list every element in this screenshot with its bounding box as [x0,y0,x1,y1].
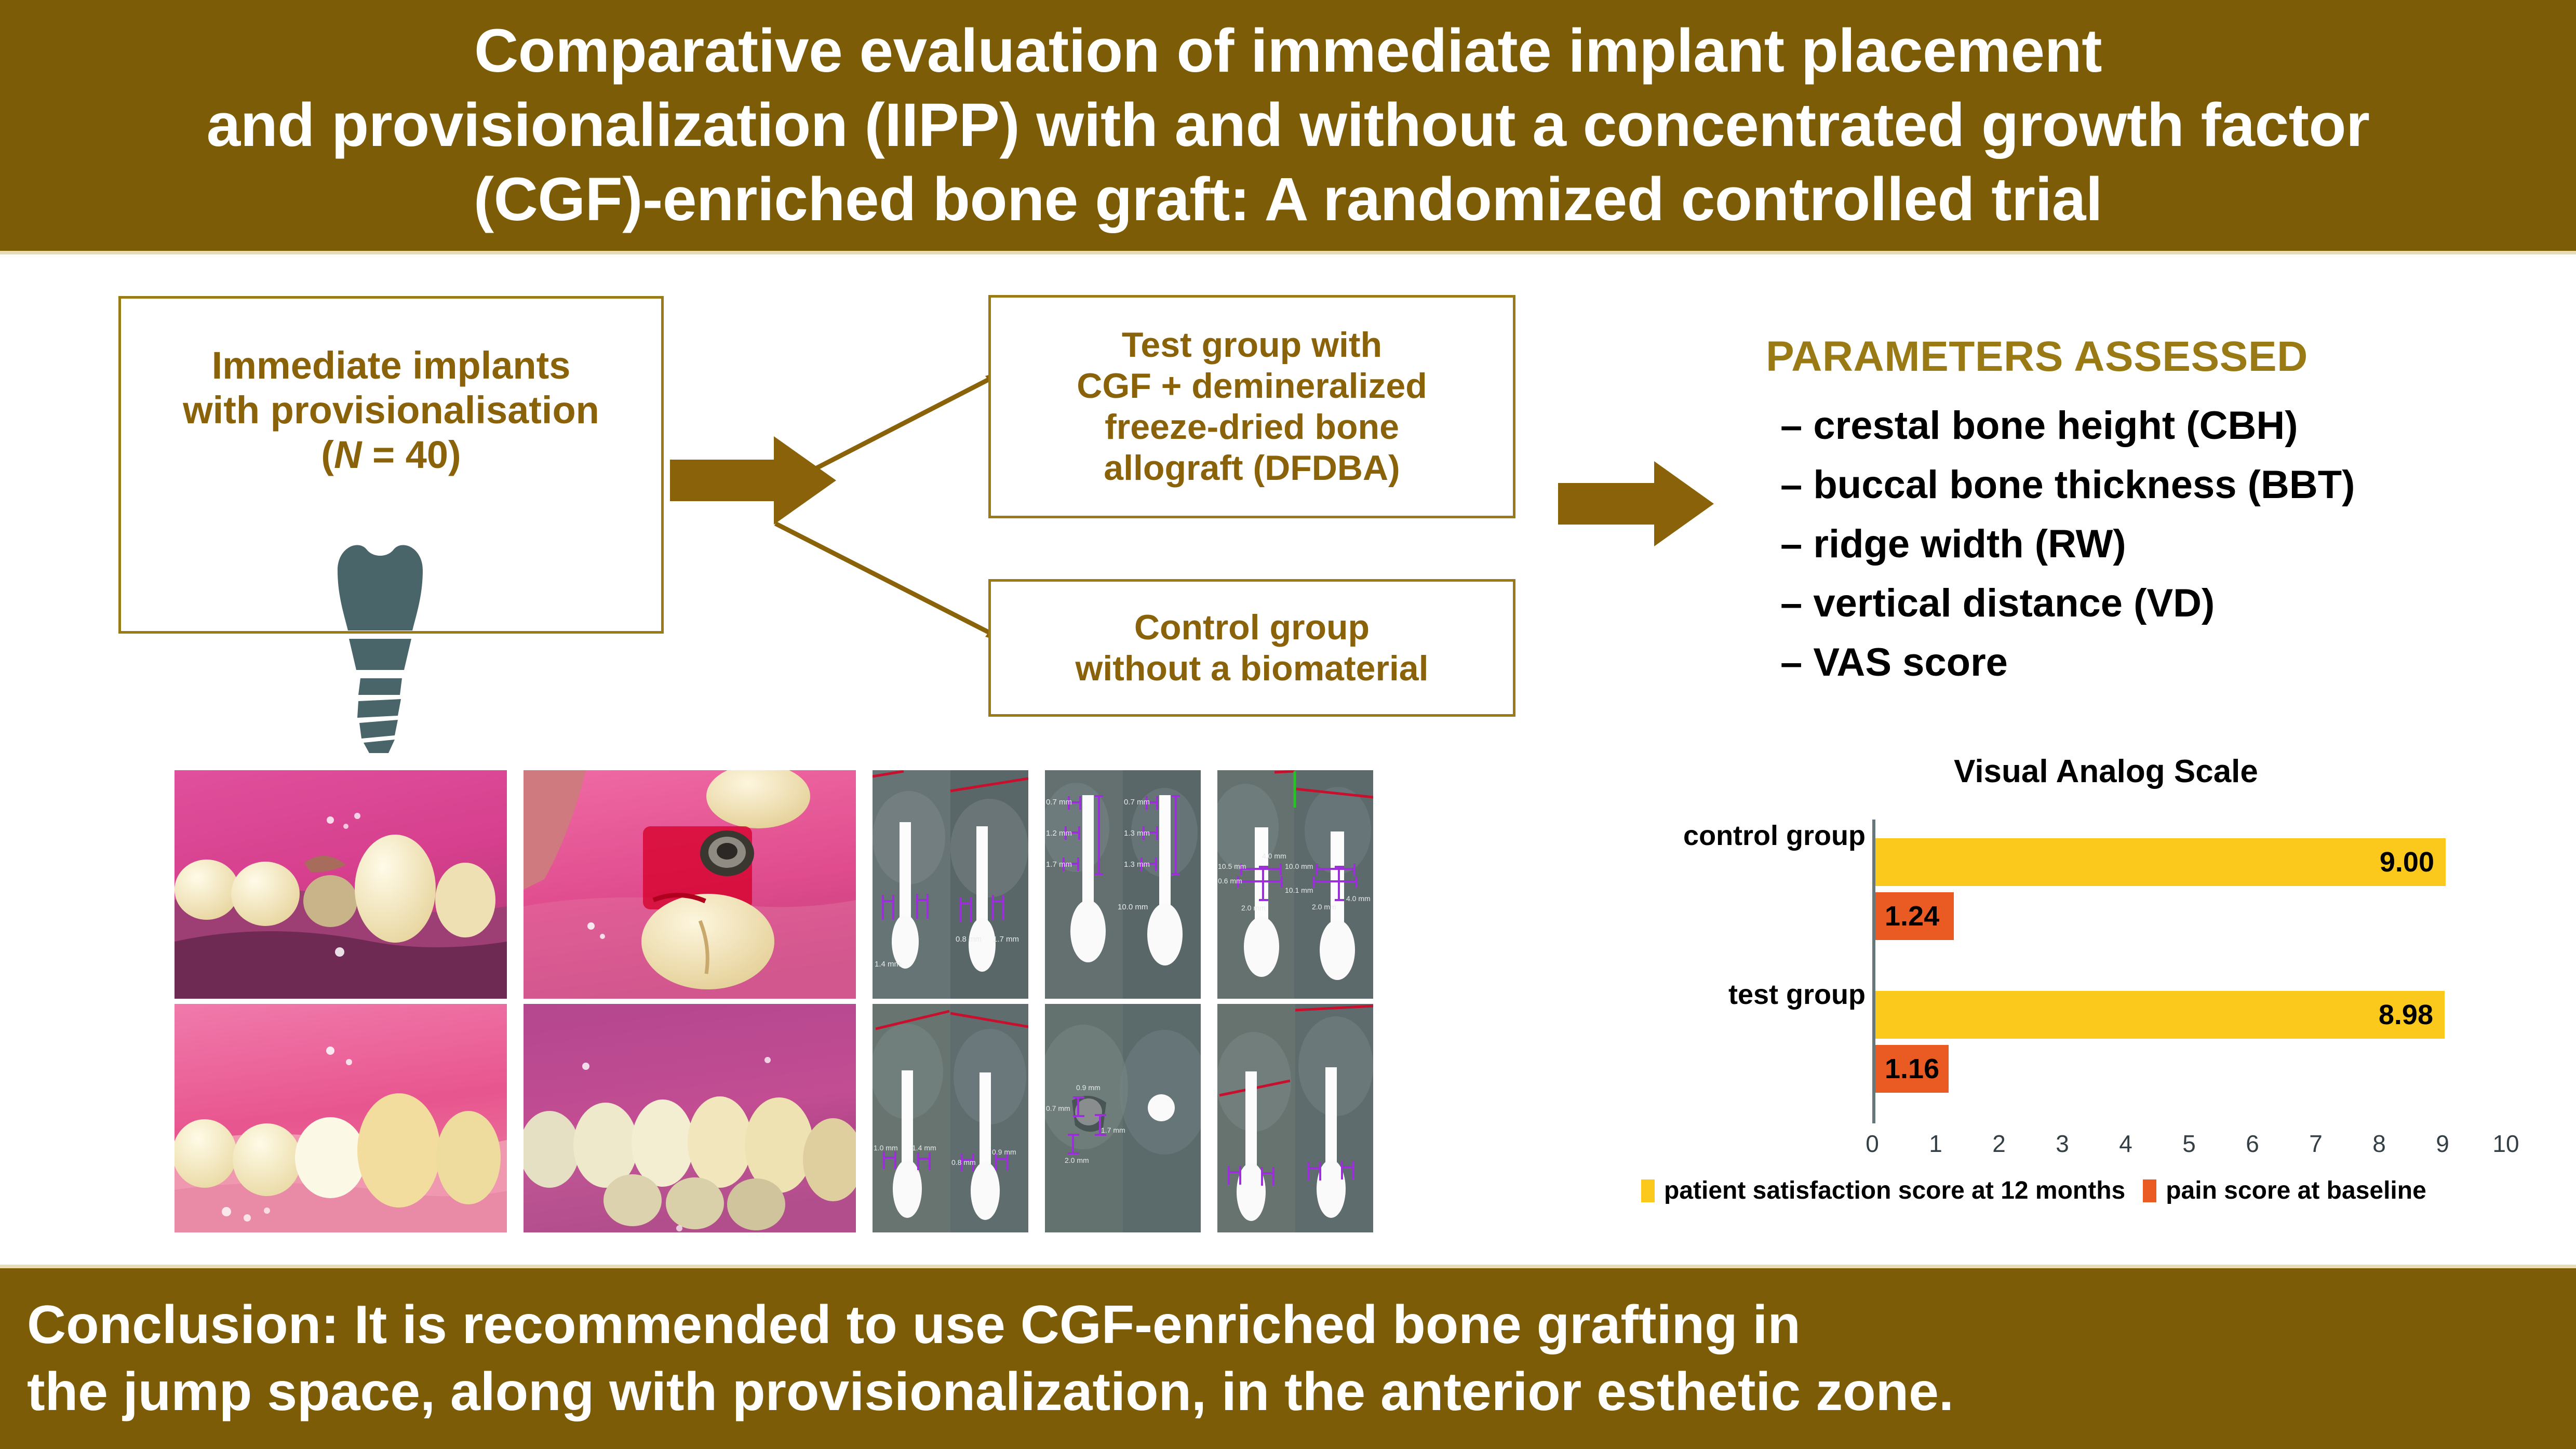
svg-text:2.0 mm: 2.0 mm [1241,904,1266,912]
parameter-item-vas: – VAS score [1780,640,2008,685]
svg-text:2.0 mm: 2.0 mm [1312,903,1336,911]
preop-intraoral-photo [175,770,507,999]
parameters-heading: PARAMETERS ASSESSED [1766,333,2308,380]
flow-box-test-group-label: Test group with CGF + demineralized free… [1077,325,1427,488]
flow-arrow-to-parameters [1558,457,1714,551]
chart-x-axis-ticks: 0 1 2 3 4 5 6 7 8 9 10 [1866,1130,2519,1166]
svg-text:0.9 mm: 0.9 mm [1076,1083,1101,1092]
legend-label-satisfaction: patient satisfaction score at 12 months [1664,1177,2126,1204]
cbct-sagittal-12month [1217,1004,1373,1232]
x-tick-0: 0 [1866,1130,1879,1157]
flow-arrow-to-test-group [771,364,1015,493]
flow-arrow-randomization [670,431,836,530]
flow-box-immediate-implants: Immediate implants with provisionalisati… [118,296,664,634]
postop-provisional-photo [175,1004,507,1232]
legend-label-pain: pain score at baseline [2166,1177,2426,1204]
flow-arrow-to-control-group [771,519,1015,649]
parameter-item-vd: – vertical distance (VD) [1780,581,2215,625]
x-tick-3: 3 [2056,1130,2069,1157]
svg-text:10.5 mm: 10.5 mm [1218,862,1246,870]
svg-text:2.0 mm: 2.0 mm [1065,1156,1089,1164]
bar-test-satisfaction: 8.98 [1875,991,2445,1039]
bar-control-pain: 1.24 [1875,892,1954,940]
legend-swatch-satisfaction [1641,1179,1655,1202]
clinical-image-grid: 1.4 mm 0.8 mm 1.7 mm [175,770,1373,1232]
x-tick-7: 7 [2309,1130,2323,1157]
svg-text:1.7 mm: 1.7 mm [993,935,1019,944]
parameter-item-rw: – ridge width (RW) [1780,522,2126,566]
chart-legend: patient satisfaction score at 12 months … [1641,1176,2571,1205]
immediate-implant-placement-photo [524,770,856,999]
legend-item-pain: pain score at baseline [2143,1176,2426,1205]
x-tick-2: 2 [1992,1130,2006,1157]
x-tick-10: 10 [2492,1130,2519,1157]
dental-implant-icon [323,535,437,754]
chart-title: Visual Analog Scale [1954,754,2258,789]
svg-text:10.0 mm: 10.0 mm [1118,903,1148,911]
parameters-assessed-block: PARAMETERS ASSESSED – crestal bone heigh… [1766,332,2555,702]
conclusion-text: Conclusion: It is recommended to use CGF… [27,1295,1954,1422]
svg-text:1.4 mm: 1.4 mm [875,960,901,969]
svg-text:1.7 mm: 1.7 mm [1046,860,1072,869]
bar-control-satisfaction: 9.00 [1875,838,2446,886]
svg-text:1.4 mm: 1.4 mm [912,1144,936,1152]
bar-value-control-satisfaction: 9.00 [2379,847,2434,878]
bar-test-pain: 1.16 [1875,1045,1949,1093]
svg-text:0.7 mm: 0.7 mm [1124,798,1150,807]
svg-text:0.9 mm: 0.9 mm [992,1148,1016,1156]
svg-text:1.2 mm: 1.2 mm [1046,829,1072,838]
cbct-measurements-baseline: 0.7 mm 1.2 mm 1.7 mm 0.7 mm 1.3 mm 1.3 m… [1045,770,1201,999]
chart-plot-area: 9.00 1.24 8.98 1.16 [1872,820,2506,1123]
svg-text:4.0 mm: 4.0 mm [1262,852,1286,860]
bar-value-control-pain: 1.24 [1885,901,1940,932]
parameter-item-bbt: – buccal bone thickness (BBT) [1780,463,2355,507]
legend-item-satisfaction: patient satisfaction score at 12 months [1641,1176,2125,1205]
svg-text:1.3 mm: 1.3 mm [1124,860,1150,869]
flow-box-test-group: Test group with CGF + demineralized free… [988,295,1515,518]
svg-text:0.7 mm: 0.7 mm [1046,798,1072,807]
svg-text:10.0 mm: 10.0 mm [1285,862,1313,870]
svg-text:0.8 mm: 0.8 mm [951,1158,976,1166]
cbct-sagittal-baseline: 1.4 mm 0.8 mm 1.7 mm [873,770,1028,999]
cbct-ridge-width-baseline: 10.5 mm 0.6 mm 2.0 mm 4.0 mm 10.0 mm 10.… [1217,770,1373,999]
svg-text:10.1 mm: 10.1 mm [1285,886,1313,894]
conclusion-banner: Conclusion: It is recommended to use CGF… [0,1265,2576,1449]
svg-text:1.0 mm: 1.0 mm [874,1144,898,1152]
x-tick-6: 6 [2246,1130,2259,1157]
svg-text:0.8 mm: 0.8 mm [956,935,982,944]
svg-text:0.6 mm: 0.6 mm [1218,877,1242,885]
svg-text:1.3 mm: 1.3 mm [1124,829,1150,838]
chart-category-label-control: control group [1683,820,1866,851]
bar-value-test-satisfaction: 8.98 [2378,999,2433,1030]
bar-value-test-pain: 1.16 [1885,1053,1940,1084]
legend-swatch-pain [2143,1179,2157,1202]
flow-box-immediate-implants-label: Immediate implants with provisionalisati… [183,344,599,476]
x-tick-5: 5 [2182,1130,2196,1157]
x-tick-8: 8 [2372,1130,2386,1157]
parameter-item-cbh: – crestal bone height (CBH) [1780,404,2298,448]
svg-text:0.7 mm: 0.7 mm [1046,1104,1070,1112]
chart-category-label-test: test group [1728,979,1866,1010]
cbct-axial-followup: 0.9 mm 0.7 mm 1.7 mm 2.0 mm [1045,1004,1201,1232]
x-tick-9: 9 [2436,1130,2449,1157]
final-restoration-photo [524,1004,856,1232]
svg-text:1.7 mm: 1.7 mm [1101,1126,1125,1134]
flow-box-control-group: Control group without a biomaterial [988,579,1515,717]
page-title: Comparative evaluation of immediate impl… [206,17,2370,234]
visual-analog-scale-chart: Visual Analog Scale control group test g… [1636,753,2576,1252]
cbct-sagittal-followup: 1.0 mm 1.4 mm 0.8 mm 0.9 mm [873,1004,1028,1232]
flow-box-control-group-label: Control group without a biomaterial [1075,607,1429,688]
x-tick-1: 1 [1929,1130,1942,1157]
title-banner: Comparative evaluation of immediate impl… [0,0,2576,254]
x-tick-4: 4 [2119,1130,2132,1157]
svg-text:4.0 mm: 4.0 mm [1346,894,1371,903]
